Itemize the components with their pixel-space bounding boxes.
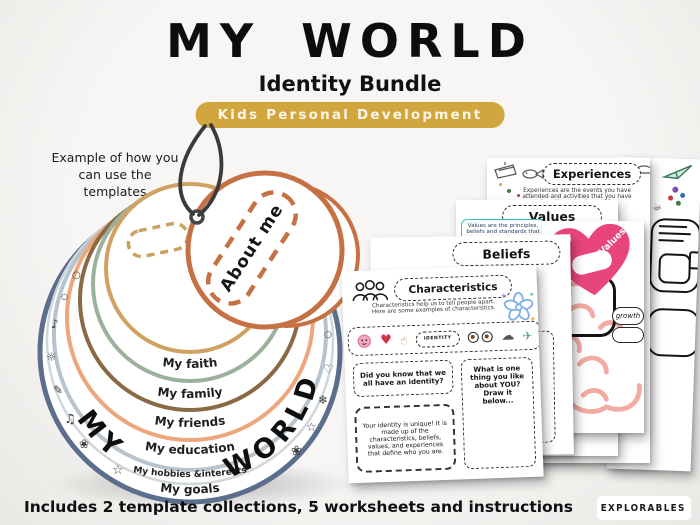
doodle-berry-icon <box>667 195 674 201</box>
ring-label-education: My education <box>144 439 236 457</box>
doodle-circle-icon: ○ <box>72 270 81 281</box>
beliefs-title: Beliefs <box>452 240 561 267</box>
eyes-icon <box>467 331 494 344</box>
doodle-flower-icon: ❀ <box>291 444 302 459</box>
doodle-sun-icon: ☼ <box>46 350 57 364</box>
empty-capsule <box>612 327 644 343</box>
heart-icon: ♥ <box>379 332 393 349</box>
brand-name: EXPLORABLES <box>600 502 686 514</box>
brain-character-icon <box>357 334 372 348</box>
doodle-circle-icon: ○ <box>324 330 332 340</box>
doodle-heart-icon: ♡ <box>323 362 334 376</box>
growth-capsule: growth <box>612 307 644 325</box>
identity-badge: IDENTITY <box>415 329 460 348</box>
bowl-icon: ☕ <box>650 199 663 214</box>
doodle-circle-icon: ○ <box>61 292 68 301</box>
page-title: MY WORLD <box>166 14 534 68</box>
doodle-berry-icon <box>675 200 681 206</box>
doodle-berry-icon <box>672 186 679 193</box>
page-subtitle: Identity Bundle <box>258 72 442 96</box>
about-me-capsule <box>205 190 299 306</box>
doodle-star-icon: ☆ <box>306 420 317 434</box>
doodle-flower-icon: ❀ <box>79 437 89 451</box>
blank-tag-template <box>648 217 700 294</box>
doodle-pencil-icon: ✎ <box>53 383 63 397</box>
hand-icon: ☝ <box>399 332 408 347</box>
doodle-sparkle <box>499 183 502 186</box>
ring-label-faith: My faith <box>162 355 218 371</box>
usage-note: Example of how you can use the templates <box>51 150 179 199</box>
cloud-icon: ☁ <box>500 328 515 344</box>
doodle-music-note-icon: ♪ <box>51 317 59 331</box>
worksheet-tag-templates: ☕ <box>606 156 700 472</box>
hanging-cord <box>178 124 207 216</box>
ring-label-goals: My goals <box>160 481 221 497</box>
plane-icon: ✈ <box>522 328 533 343</box>
flower-doodle-icon <box>501 292 535 322</box>
fish-icon <box>522 168 544 180</box>
characteristics-title: Characteristics <box>393 274 513 302</box>
doodle-music-notes-icon: ♫ <box>64 412 76 427</box>
includes-caption: Includes 2 template collections, 5 works… <box>24 498 573 516</box>
category-badge: Kids Personal Development <box>195 102 505 128</box>
characteristics-icon-row: ♥ ☝ IDENTITY ☁ ✈ <box>347 320 543 357</box>
doodle-sparkle <box>517 194 520 197</box>
people-group-icon <box>352 279 389 302</box>
ring-label-friends: My friends <box>154 413 226 430</box>
draw-prompt-box: What is one thing you like about YOU? Dr… <box>460 356 537 470</box>
cake-icon <box>494 162 517 179</box>
doodle-star-icon: ☆ <box>112 463 124 478</box>
ring-label-family: My family <box>157 385 224 401</box>
question-box-identity: Did you know that we all have an identit… <box>352 359 454 398</box>
template-ring-illustration: My faith My family My friends My educati… <box>37 123 360 505</box>
stack-hole-capsule <box>126 221 190 259</box>
identity-fact-box: Your identity is unique! It is made up o… <box>354 403 457 474</box>
blank-tag-template <box>646 307 700 358</box>
worksheet-characteristics: Characteristics Characteristics help us … <box>341 264 544 484</box>
paper-plane-icon <box>661 164 693 180</box>
experiences-title: Experiences <box>543 163 641 185</box>
doodle-snowflake-icon: ❄ <box>318 393 328 407</box>
doodle-berry-icon <box>680 192 686 199</box>
hanging-cord <box>197 123 224 217</box>
doodle-sparkle <box>507 189 511 193</box>
ring-label-hobbies: My hobbies &interests <box>133 465 248 480</box>
brand-logo: EXPLORABLES <box>597 496 691 520</box>
